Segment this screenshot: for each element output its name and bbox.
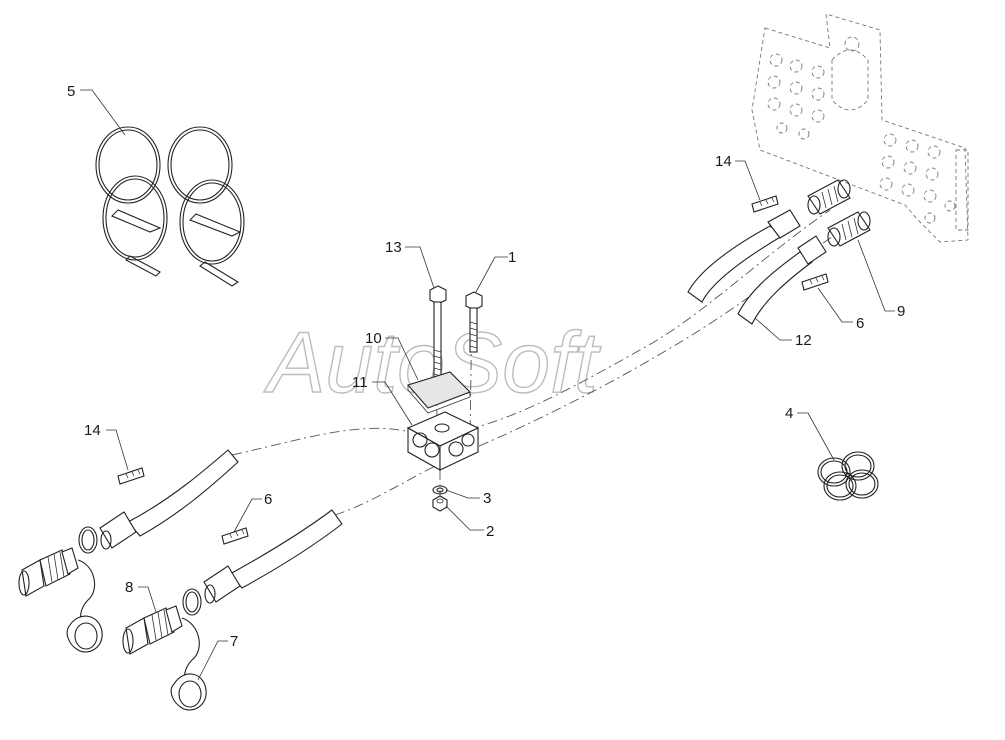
callout-6-lower: 6 <box>264 491 272 508</box>
sealing-rings-part-4 <box>817 451 879 501</box>
callout-5: 5 <box>67 83 75 100</box>
hose-assembly-part-12 <box>687 209 827 325</box>
cover-plate-part-10 <box>407 371 471 414</box>
callout-10: 10 <box>365 330 382 347</box>
adapter-fittings-part-9 <box>807 179 871 247</box>
bolt-part-1 <box>465 291 483 353</box>
callout-6-upper: 6 <box>856 315 864 332</box>
tag-part-14-upper <box>751 195 779 213</box>
tag-part-6-upper <box>801 273 829 291</box>
callout-7: 7 <box>230 633 238 650</box>
callout-12: 12 <box>795 332 812 349</box>
callout-11: 11 <box>352 374 368 391</box>
callout-3: 3 <box>483 490 491 507</box>
callout-2: 2 <box>486 523 494 540</box>
callout-14-upper: 14 <box>715 153 732 170</box>
nut-part-2 <box>432 495 448 512</box>
dust-cap-part-7 <box>170 673 207 711</box>
mounting-plate <box>751 13 969 243</box>
callout-labels: 1 2 3 4 5 6 6 7 8 9 10 11 12 13 14 14 <box>67 83 905 650</box>
cable-ties-part-5 <box>95 126 245 287</box>
quick-coupler-left <box>18 547 103 653</box>
hose-lower-upper <box>99 449 239 550</box>
callout-8: 8 <box>125 579 133 596</box>
quick-coupler-part-8 <box>122 605 200 687</box>
tag-part-14-lower <box>117 467 145 485</box>
callout-4: 4 <box>785 405 793 422</box>
seal-ring-right <box>182 588 202 616</box>
bolt-part-13 <box>429 285 447 395</box>
clamp-block-part-11 <box>406 411 480 471</box>
hose-lower-lower <box>203 509 343 604</box>
seal-ring-left <box>78 526 98 554</box>
callout-14-lower: 14 <box>84 422 101 439</box>
callout-9: 9 <box>897 303 905 320</box>
callout-1: 1 <box>508 249 516 266</box>
tag-part-6-lower <box>221 527 249 545</box>
leader-lines <box>80 89 895 681</box>
callout-13: 13 <box>385 239 402 256</box>
